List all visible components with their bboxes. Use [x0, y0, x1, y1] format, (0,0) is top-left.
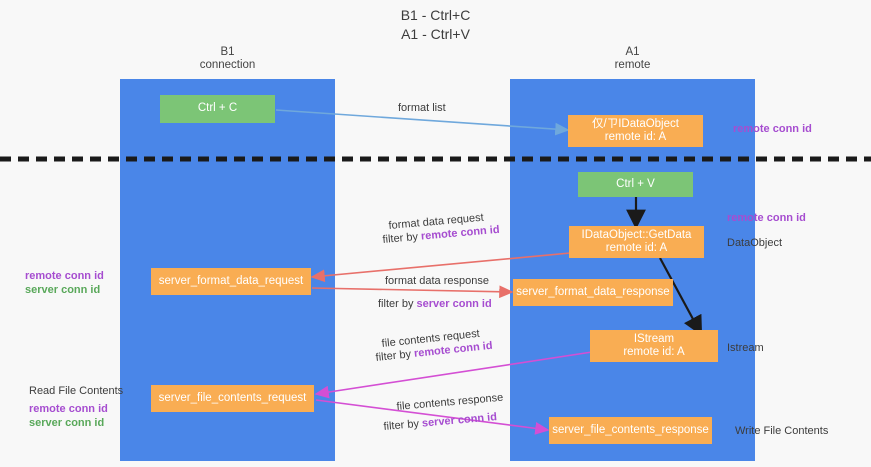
- right-label-istream: Istream: [727, 342, 764, 354]
- filter-key-server-conn-id-2: server conn id: [421, 411, 498, 430]
- box-server-file-contents-request[interactable]: server_file_contents_request: [151, 385, 314, 412]
- filter-prefix-3: filter by: [375, 347, 415, 364]
- right-label-remote-conn-id-top: remote conn id: [733, 123, 812, 135]
- box-ctrl-v[interactable]: Ctrl + V: [578, 172, 693, 197]
- left-label-read-file-contents: Read File Contents: [29, 385, 124, 397]
- filter-key-server-conn-id-1: server conn id: [416, 298, 492, 310]
- box-server-format-data-response[interactable]: server_format_data_response: [513, 279, 673, 306]
- box-server-file-contents-response[interactable]: server_file_contents_response: [549, 417, 712, 444]
- right-label-dataobject: DataObject: [727, 237, 783, 249]
- left-label-server-conn-id-mid: server conn id: [25, 284, 101, 296]
- filter-prefix-1: filter by: [382, 230, 422, 246]
- box-istream[interactable]: IStream remote id: A: [590, 330, 718, 362]
- right-label-remote-conn-id-mid: remote conn id: [727, 212, 806, 224]
- left-label-remote-conn-id-bottom: remote conn id: [29, 403, 108, 415]
- box-idataobject[interactable]: 仅/ㄗIDataObject remote id: A: [568, 115, 703, 147]
- lane-title-a1: A1 remote: [614, 46, 651, 71]
- filter-prefix-2: filter by: [378, 298, 417, 310]
- left-label-remote-conn-id-mid: remote conn id: [25, 270, 104, 282]
- edge-label-format-data-response: format data response: [385, 275, 489, 287]
- left-label-server-conn-id-bottom: server conn id: [29, 417, 105, 429]
- edge-label-format-list: format list: [398, 102, 446, 114]
- right-label-write-file-contents: Write File Contents: [735, 425, 829, 437]
- box-server-format-data-request[interactable]: server_format_data_request: [151, 268, 311, 295]
- lane-title-b1: B1 connection: [199, 46, 256, 71]
- page-title: B1 - Ctrl+C A1 - Ctrl+V: [400, 7, 471, 42]
- edge-label-format-data-response-filter: filter by server conn id: [378, 297, 492, 311]
- box-ctrl-c[interactable]: Ctrl + C: [160, 95, 275, 123]
- arrow-format-data-response: [311, 285, 514, 299]
- filter-prefix-4: filter by: [383, 417, 423, 433]
- box-idataobject-getdata[interactable]: IDataObject::GetData remote id: A: [569, 226, 704, 258]
